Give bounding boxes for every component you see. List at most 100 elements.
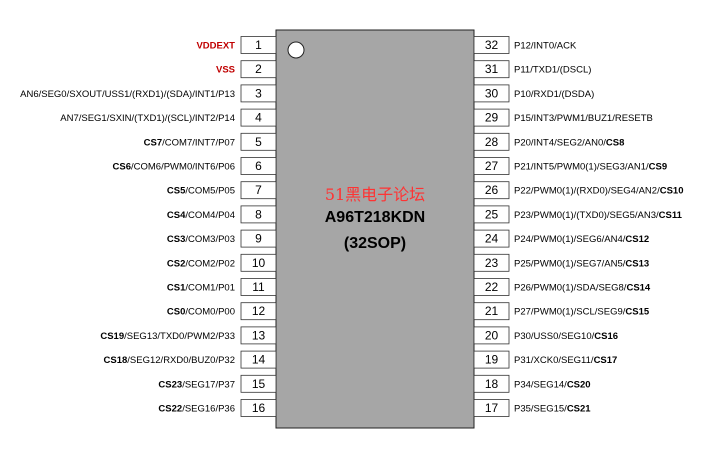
pin-number-10: 10 — [252, 256, 266, 270]
pin-label-part: CS1 — [167, 283, 186, 294]
pin-number-32: 32 — [485, 38, 499, 52]
pin-label-part: CS21 — [567, 404, 591, 415]
pin-label-part: P25/PWM0(1)/SEG7/AN5/ — [514, 258, 626, 269]
pin-label-part: /SEG16/P36 — [182, 404, 235, 415]
chip-package: (32SOP) — [344, 235, 406, 252]
pin-label-27: P21/INT5/PWM0(1)/SEG3/AN1/CS9 — [514, 162, 667, 173]
pin-label-part: P26/PWM0(1)/SDA/SEG8/ — [514, 283, 627, 294]
pin-number-23: 23 — [485, 256, 499, 270]
pin-number-26: 26 — [485, 183, 499, 197]
pin-box-2 — [240, 60, 277, 79]
pin-box-13 — [240, 326, 277, 345]
pin-label-7: CS5/COM5/P05 — [167, 186, 235, 197]
pin-box-5 — [240, 132, 277, 151]
pin-label-part: P22/PWM0(1)/(RXD0)/SEG4/AN2/ — [514, 186, 660, 197]
pin-label-4: AN7/SEG1/SXIN/(TXD1)/(SCL)/INT2/P14 — [60, 113, 235, 124]
pin-number-8: 8 — [255, 207, 262, 221]
pin-number-28: 28 — [485, 135, 499, 149]
pin-label-part: CS12 — [625, 234, 649, 245]
pin-label-part: CS3 — [167, 234, 185, 245]
pin-label-part: CS22 — [158, 404, 182, 415]
pin-label-part: CS16 — [594, 331, 618, 342]
pin-label-17: P35/SEG15/CS21 — [514, 404, 591, 415]
pin-label-part: AN7/SEG1/SXIN/(TXD1)/(SCL)/INT2/P14 — [60, 113, 235, 124]
pin-label-3: AN6/SEG0/SXOUT/USS1/(RXD1)/(SDA)/INT1/P1… — [20, 89, 235, 100]
pin-label-1: VDDEXT — [196, 41, 235, 52]
pin-label-part: P23/PWM0(1)/(TXD0)/SEG5/AN3/ — [514, 210, 659, 221]
pin-box-24 — [473, 229, 510, 248]
pin-group: 1VDDEXT2VSS3AN6/SEG0/SXOUT/USS1/(RXD1)/(… — [20, 36, 683, 417]
pin-label-19: P31/XCK0/SEG11/CS17 — [514, 355, 617, 366]
pin-label-part: CS2 — [167, 258, 185, 269]
pin-label-part: /SEG17/P37 — [182, 379, 235, 390]
pin-number-11: 11 — [252, 280, 265, 294]
pin-label-part: CS8 — [606, 137, 624, 148]
pin-label-18: P34/SEG14/CS20 — [514, 379, 591, 390]
pin-number-27: 27 — [485, 159, 499, 173]
pin-box-30 — [473, 84, 510, 103]
pin-box-17 — [473, 399, 510, 417]
pin-box-7 — [240, 181, 277, 200]
pin-label-26: P22/PWM0(1)/(RXD0)/SEG4/AN2/CS10 — [514, 186, 683, 197]
pin-label-22: P26/PWM0(1)/SDA/SEG8/CS14 — [514, 283, 651, 294]
pin-number-30: 30 — [485, 86, 499, 100]
pin1-marker — [287, 41, 305, 59]
pin-label-part: /COM3/P03 — [185, 234, 235, 245]
pin-box-32 — [473, 36, 510, 54]
pin-number-14: 14 — [252, 353, 266, 367]
pin-box-20 — [473, 326, 510, 345]
pin-label-8: CS4/COM4/P04 — [167, 210, 235, 221]
pin-number-16: 16 — [252, 401, 266, 415]
pin-number-13: 13 — [252, 328, 266, 342]
pin-label-30: P10/RXD1/(DSDA) — [514, 89, 594, 100]
pin-number-24: 24 — [485, 232, 499, 246]
pin-label-21: P27/PWM0(1)/SCL/SEG9/CS15 — [514, 307, 650, 318]
pin-label-10: CS2/COM2/P02 — [167, 258, 235, 269]
pin-label-part: /COM4/P04 — [185, 210, 235, 221]
pin-label-15: CS23/SEG17/P37 — [158, 379, 235, 390]
pin-label-part: /SEG13/TXD0/PWM2/P33 — [124, 331, 235, 342]
pin-label-part: CS23 — [158, 379, 182, 390]
watermark-text: 51黑电子论坛 — [325, 185, 425, 204]
pin-label-13: CS19/SEG13/TXD0/PWM2/P33 — [100, 331, 235, 342]
pin-box-9 — [240, 229, 277, 248]
pin-label-part: /COM0/P00 — [185, 307, 235, 318]
pin-label-9: CS3/COM3/P03 — [167, 234, 235, 245]
pin-number-20: 20 — [485, 328, 499, 342]
pin-box-1 — [240, 36, 277, 54]
pin-label-6: CS6/COM6/PWM0/INT6/P06 — [113, 162, 235, 173]
pin-number-12: 12 — [252, 304, 266, 318]
pin-box-12 — [240, 302, 277, 321]
pin-label-part: CS6 — [113, 162, 131, 173]
pin-label-part: /COM5/P05 — [185, 186, 235, 197]
pin-label-part: P27/PWM0(1)/SCL/SEG9/ — [514, 307, 626, 318]
pin-box-6 — [240, 157, 277, 175]
pin-label-part: AN6/SEG0/SXOUT/USS1/(RXD1)/(SDA)/INT1/P1… — [20, 89, 235, 100]
pin-label-part: P10/RXD1/(DSDA) — [514, 89, 594, 100]
pin-label-11: CS1/COM1/P01 — [167, 283, 235, 294]
pin-label-part: CS18 — [104, 355, 128, 366]
pin-box-22 — [473, 278, 510, 296]
pin-box-26 — [473, 181, 510, 200]
pin-label-part: /SEG12/RXD0/BUZ0/P32 — [127, 355, 235, 366]
pin-number-2: 2 — [255, 62, 262, 76]
pin-number-29: 29 — [485, 111, 499, 125]
pin-number-31: 31 — [485, 62, 499, 76]
pin-label-31: P11/TXD1/(DSCL) — [514, 65, 591, 76]
pin-label-part: VSS — [216, 65, 235, 76]
pin-number-21: 21 — [485, 304, 499, 318]
chip-body — [275, 29, 475, 429]
pin-label-5: CS7/COM7/INT7/P07 — [144, 137, 235, 148]
pin-label-part: VDDEXT — [196, 41, 235, 52]
pin-label-24: P24/PWM0(1)/SEG6/AN4/CS12 — [514, 234, 649, 245]
pin-label-part: P30/USS0/SEG10/ — [514, 331, 595, 342]
pin-number-7: 7 — [255, 183, 262, 197]
pin-number-19: 19 — [485, 353, 499, 367]
pin-box-14 — [240, 350, 277, 369]
pin-label-part: P15/INT3/PWM1/BUZ1/RESETB — [514, 113, 653, 124]
pin-label-part: P31/XCK0/SEG11/ — [514, 355, 594, 366]
pin-box-15 — [240, 374, 277, 393]
pin-label-part: /COM7/INT7/P07 — [162, 137, 235, 148]
pin-label-part: P24/PWM0(1)/SEG6/AN4/ — [514, 234, 626, 245]
